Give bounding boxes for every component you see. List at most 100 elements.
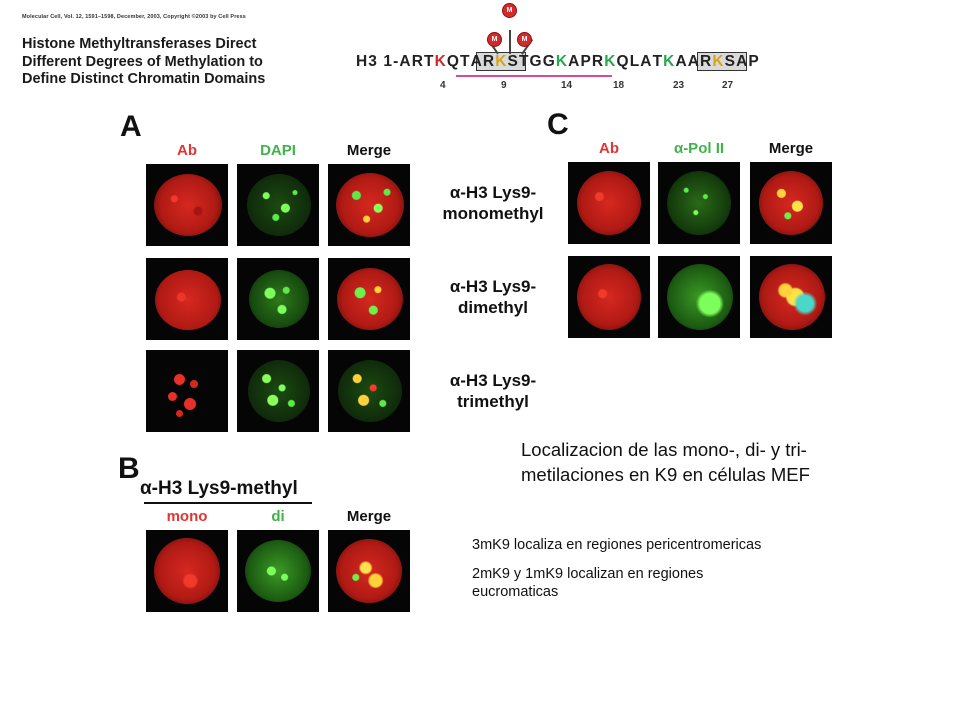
residue-number: 18	[613, 80, 625, 91]
micrograph-pol-ii-c-top	[658, 162, 740, 244]
sequence-residue: K	[555, 53, 569, 70]
sequence-residue: A	[736, 53, 749, 70]
sequence-underline	[456, 75, 612, 77]
row-label-dimethyl: α-H3 Lys9- dimethyl	[428, 276, 558, 318]
column-header-mono: mono	[166, 508, 208, 525]
nucleus-merge	[336, 539, 402, 603]
column-header-ab: Ab	[177, 142, 197, 159]
row-label-monomethyl: α-H3 Lys9- monomethyl	[428, 182, 558, 224]
micrograph-dapi-dimethyl	[237, 258, 319, 340]
micrograph-ab-c-bottom	[568, 256, 650, 338]
micrograph-ab-c-top	[568, 162, 650, 244]
focus-red	[176, 410, 183, 417]
row-label-line: trimethyl	[457, 392, 529, 411]
nucleus-green	[248, 360, 310, 422]
micrograph-ab-monomethyl	[146, 164, 228, 246]
paper-title-line: Define Distinct Chromatin Domains	[22, 71, 266, 87]
sequence-residue: K	[712, 53, 725, 70]
micrograph-di	[237, 530, 319, 612]
panel-letter: B	[118, 452, 140, 485]
sequence-residue: S	[507, 53, 519, 70]
sequence-residue: K	[663, 53, 676, 70]
sequence-residue: A	[568, 53, 581, 70]
focus-red	[190, 380, 198, 388]
paper-title-line: Histone Methyltransferases Direct	[22, 36, 257, 52]
sequence-residue: Q	[446, 53, 461, 70]
methyl-mark-icon: M	[517, 32, 532, 47]
panel-letter: C	[547, 108, 569, 141]
micrograph-pol-ii-c-bottom	[658, 256, 740, 338]
row-label-line: monomethyl	[442, 204, 544, 223]
sequence-residue: S	[724, 53, 737, 70]
nucleus-merge	[336, 173, 404, 237]
micrograph-mono	[146, 530, 228, 612]
row-label-line: dimethyl	[458, 298, 528, 317]
note-line: 2mK9 y 1mK9 localizan en regiones	[472, 566, 704, 582]
column-header-dapi: DAPI	[260, 142, 296, 159]
nucleus-red	[154, 538, 220, 604]
micrograph-dapi-trimethyl	[237, 350, 319, 432]
sequence-residue: P	[748, 53, 760, 70]
methyl-stem	[509, 30, 511, 54]
micrograph-ab-trimethyl	[146, 350, 228, 432]
nucleus-green	[247, 174, 311, 236]
column-header-ab: Ab	[599, 140, 619, 157]
sequence-residue: A	[640, 53, 653, 70]
sequence-residue: T	[652, 53, 664, 70]
methyl-mark-icon: M	[487, 32, 502, 47]
micrograph-merge-b	[328, 530, 410, 612]
sequence-prefix: H3 1-ART	[356, 53, 435, 70]
sequence-residue: R	[591, 53, 605, 70]
nucleus-red	[577, 264, 641, 330]
sequence-residue: K	[495, 53, 508, 70]
micrograph-merge-c-top	[750, 162, 832, 244]
nucleus-merge	[759, 264, 825, 330]
focus-red	[168, 392, 177, 401]
residue-number: 14	[561, 80, 573, 91]
micrograph-merge-dimethyl	[328, 258, 410, 340]
nucleus-green	[667, 264, 733, 330]
sequence-residue: A	[675, 53, 688, 70]
micrograph-merge-trimethyl	[328, 350, 410, 432]
methyl-mark-icon: M	[502, 3, 517, 18]
residue-number: 9	[501, 80, 507, 91]
sequence-residue: K	[604, 53, 617, 70]
residue-number: 27	[722, 80, 734, 91]
nucleus-green	[667, 171, 731, 235]
panel-b-title-rule	[144, 502, 312, 504]
nucleus-merge	[338, 360, 402, 422]
row-label-line: α-H3 Lys9-	[449, 277, 537, 296]
histone-h3-sequence: H3 1-ARTKQTARKSTGGKAPRKQLATKAARKSAP	[356, 53, 760, 71]
nucleus-merge	[337, 268, 403, 330]
column-header-di: di	[271, 508, 285, 525]
micrograph-ab-dimethyl	[146, 258, 228, 340]
focus-red	[174, 374, 185, 385]
sequence-residue: T	[518, 53, 530, 70]
note-trimethyl-localization: 3mK9 localiza en regiones pericentromeri…	[472, 537, 762, 553]
paper-title: Histone Methyltransferases Direct Differ…	[22, 36, 322, 89]
sequence-residue: K	[434, 53, 447, 70]
micrograph-merge-monomethyl	[328, 164, 410, 246]
sequence-residue: G	[542, 53, 556, 70]
sequence-box-k27	[697, 52, 747, 71]
sequence-residue: L	[629, 53, 641, 70]
row-label-trimethyl: α-H3 Lys9- trimethyl	[428, 370, 558, 412]
sequence-residue: P	[580, 53, 592, 70]
panel-b-title: α-H3 Lys9-methyl	[140, 478, 298, 499]
sequence-residue: R	[700, 53, 713, 70]
slide-caption: Localizacion de las mono-, di- y tri- me…	[521, 437, 901, 487]
nucleus-red	[154, 174, 222, 236]
caption-line: metilaciones en K9 en células MEF	[521, 464, 810, 485]
row-label-line: α-H3 Lys9-	[449, 183, 537, 202]
residue-number: 23	[673, 80, 685, 91]
sequence-box-k9	[476, 52, 526, 71]
column-header-pol-ii: α-Pol II	[673, 140, 725, 157]
caption-line: Localizacion de las mono-, di- y tri-	[521, 439, 807, 460]
sequence-residue: G	[529, 53, 543, 70]
column-header-merge: Merge	[346, 508, 392, 525]
nucleus-green	[245, 540, 311, 602]
micrograph-merge-c-bottom	[750, 256, 832, 338]
column-header-merge: Merge	[346, 142, 392, 159]
focus-red	[184, 398, 196, 410]
sequence-residue: Q	[616, 53, 630, 70]
